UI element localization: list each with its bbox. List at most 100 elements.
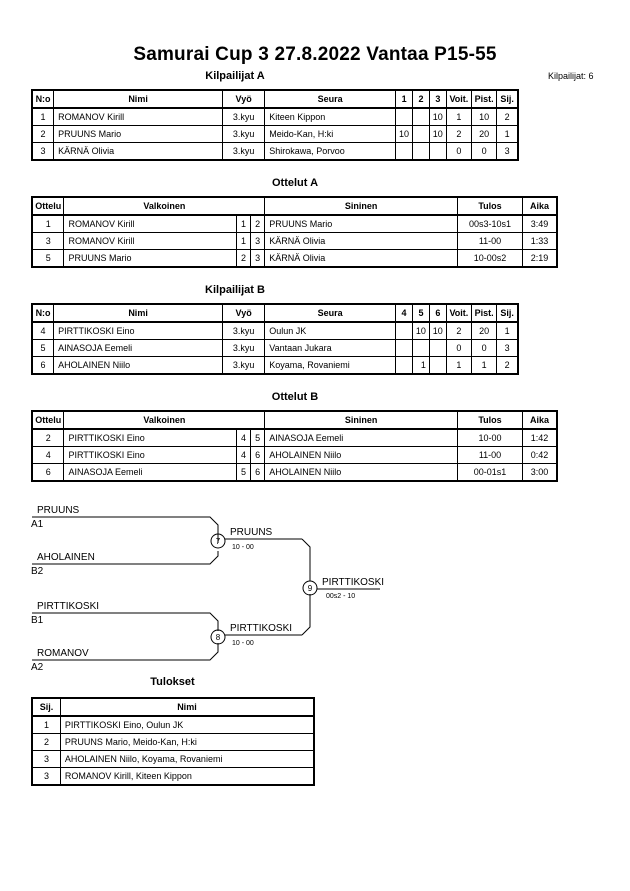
cell-m3 bbox=[428, 356, 447, 375]
cell-place: 1 bbox=[31, 715, 61, 734]
cell-result: 00s3-10s1 bbox=[457, 214, 523, 233]
cell-points: 20 bbox=[470, 321, 498, 340]
cell-m2: 1 bbox=[412, 356, 430, 375]
col-name: Nimi bbox=[53, 303, 224, 323]
col-result: Tulos bbox=[457, 410, 523, 430]
cell-m2 bbox=[412, 339, 430, 357]
cell-white-no: 4 bbox=[235, 446, 252, 464]
cell-match: 6 bbox=[31, 463, 65, 482]
table-header: N:o Nimi Vyö Seura 4 5 6 Voit. Pist. Sij… bbox=[31, 303, 519, 323]
cell-points: 0 bbox=[470, 339, 498, 357]
table-header: Sij. Nimi bbox=[31, 697, 315, 717]
col-place: Sij. bbox=[496, 303, 519, 323]
cell-blue: AHOLAINEN Niilo bbox=[264, 463, 459, 482]
cell-m3 bbox=[428, 142, 447, 161]
table-header: N:o Nimi Vyö Seura 1 2 3 Voit. Pist. Sij… bbox=[31, 89, 519, 109]
cell-blue: KÄRNÄ Olivia bbox=[264, 232, 459, 250]
semi1-bottom-seed: B2 bbox=[31, 566, 44, 577]
semi2-bottom-name: ROMANOV bbox=[37, 648, 89, 659]
cell-white-no: 5 bbox=[235, 463, 252, 482]
semi1-top-seed: A1 bbox=[31, 519, 44, 530]
cell-blue-no: 5 bbox=[250, 428, 266, 447]
match-circle-7 bbox=[210, 533, 226, 549]
col-blue: Sininen bbox=[264, 196, 459, 216]
cell-name: AINASOJA Eemeli bbox=[53, 339, 224, 357]
cell-match: 1 bbox=[31, 214, 65, 233]
cell-belt: 3.kyu bbox=[222, 339, 266, 357]
col-club: Seura bbox=[264, 303, 397, 323]
cell-place: 2 bbox=[496, 356, 519, 375]
cell-white: ROMANOV Kirill bbox=[63, 232, 237, 250]
cell-white: PRUUNS Mario bbox=[63, 249, 237, 268]
col-no: N:o bbox=[31, 303, 55, 323]
cell-points: 0 bbox=[470, 142, 498, 161]
semi1-bottom-name: AHOLAINEN bbox=[37, 552, 95, 563]
col-time: Aika bbox=[521, 196, 558, 216]
cell-blue-no: 6 bbox=[250, 463, 266, 482]
matches-b-table: Ottelu Valkoinen Sininen Tulos Aika 2 PI… bbox=[31, 410, 558, 482]
col-no: N:o bbox=[31, 89, 55, 109]
final-winner: PIRTTIKOSKI bbox=[322, 577, 384, 588]
cell-no: 4 bbox=[31, 321, 55, 340]
cell-m2: 10 bbox=[412, 321, 430, 340]
col-m2: 5 bbox=[412, 303, 430, 323]
col-m3: 6 bbox=[428, 303, 447, 323]
cell-name: PRUUNS Mario, Meido-Kan, H:ki bbox=[59, 733, 315, 751]
semi1-winner: PRUUNS bbox=[230, 527, 273, 538]
cell-wins: 0 bbox=[445, 339, 472, 357]
cell-belt: 3.kyu bbox=[222, 321, 266, 340]
cell-no: 1 bbox=[31, 107, 55, 126]
table-row: 4 PIRTTIKOSKI Eino 3.kyu Oulun JK 10 10 … bbox=[31, 321, 519, 340]
cell-belt: 3.kyu bbox=[222, 107, 266, 126]
bracket-line bbox=[301, 538, 311, 581]
cell-time: 2:19 bbox=[521, 249, 558, 268]
cell-club: Kiteen Kippon bbox=[264, 107, 397, 126]
cell-place: 3 bbox=[31, 767, 61, 786]
cell-name: PIRTTIKOSKI Eino, Oulun JK bbox=[59, 715, 315, 734]
col-m2: 2 bbox=[412, 89, 430, 109]
cell-name: PIRTTIKOSKI Eino bbox=[53, 321, 224, 340]
semi1-score: 10 - 00 bbox=[232, 544, 254, 551]
pool-a-table: N:o Nimi Vyö Seura 1 2 3 Voit. Pist. Sij… bbox=[31, 89, 519, 161]
results-title: Tulokset bbox=[150, 676, 195, 688]
match-circle-9 bbox=[302, 580, 318, 596]
table-row: 2 PRUUNS Mario 3.kyu Meido-Kan, H:ki 10 … bbox=[31, 125, 519, 143]
matches-a-title: Ottelut A bbox=[271, 177, 319, 189]
bracket-line bbox=[32, 516, 219, 543]
cell-place: 2 bbox=[496, 107, 519, 126]
col-blue: Sininen bbox=[264, 410, 459, 430]
match-no-9: 9 bbox=[308, 584, 313, 593]
cell-wins: 0 bbox=[445, 142, 472, 161]
cell-no: 5 bbox=[31, 339, 55, 357]
bracket-line bbox=[32, 643, 219, 661]
cell-match: 2 bbox=[31, 428, 65, 447]
cell-m1 bbox=[395, 339, 413, 357]
col-club: Seura bbox=[264, 89, 397, 109]
cell-points: 10 bbox=[470, 107, 498, 126]
bracket-line bbox=[32, 551, 219, 565]
cell-m1 bbox=[395, 321, 413, 340]
pool-b-table: N:o Nimi Vyö Seura 4 5 6 Voit. Pist. Sij… bbox=[31, 303, 519, 375]
matches-a-table: Ottelu Valkoinen Sininen Tulos Aika 1 RO… bbox=[31, 196, 558, 268]
cell-time: 1:42 bbox=[521, 428, 558, 447]
semi2-bottom-seed: A2 bbox=[31, 662, 44, 673]
cell-white-no: 4 bbox=[235, 428, 252, 447]
semi2-top-name: PIRTTIKOSKI bbox=[37, 601, 99, 612]
cell-m1 bbox=[395, 107, 414, 126]
cell-m2 bbox=[412, 142, 430, 161]
match-circle-8 bbox=[210, 629, 226, 645]
table-row: 1 PIRTTIKOSKI Eino, Oulun JK bbox=[31, 715, 315, 734]
cell-blue-no: 3 bbox=[250, 249, 266, 268]
col-points: Pist. bbox=[470, 89, 498, 109]
cell-club: Vantaan Jukara bbox=[264, 339, 397, 357]
col-m3: 3 bbox=[428, 89, 447, 109]
cell-m1: 10 bbox=[395, 125, 414, 143]
cell-name: KÄRNÄ Olivia bbox=[53, 142, 224, 161]
cell-white: ROMANOV Kirill bbox=[63, 214, 237, 233]
cell-result: 11-00 bbox=[457, 232, 523, 250]
table-row: 1 ROMANOV Kirill 1 2 PRUUNS Mario 00s3-1… bbox=[31, 214, 558, 233]
cell-time: 1:33 bbox=[521, 232, 558, 250]
page-title: Samurai Cup 3 27.8.2022 Vantaa P15-55 bbox=[133, 44, 497, 65]
cell-place: 1 bbox=[496, 125, 519, 143]
pool-b-title: Kilpailijat B bbox=[205, 284, 265, 296]
